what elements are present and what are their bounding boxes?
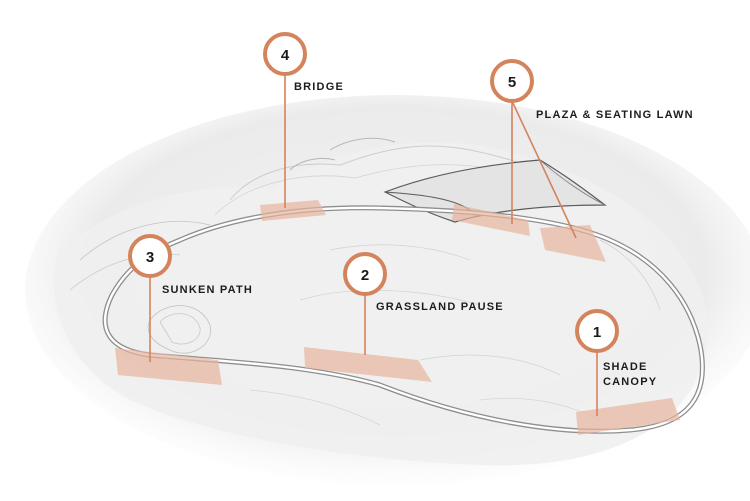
- highlight-grassland-pause: [304, 347, 432, 382]
- marker-3[interactable]: 3: [128, 234, 172, 278]
- label-bridge-line-1: BRIDGE: [294, 81, 344, 93]
- label-plaza-seating-lawn-line-1: PLAZA & SEATING LAWN: [536, 109, 694, 121]
- label-bridge: BRIDGE: [294, 80, 344, 95]
- marker-2[interactable]: 2: [343, 252, 387, 296]
- label-plaza-seating-lawn: PLAZA & SEATING LAWN: [536, 108, 694, 123]
- highlight-shade-canopy: [576, 398, 680, 435]
- leader-lines: [149, 74, 598, 416]
- label-shade-canopy: SHADE CANOPY: [603, 360, 657, 390]
- label-sunken-path-line-1: SUNKEN PATH: [162, 284, 254, 296]
- highlight-sunken-path: [115, 348, 222, 385]
- marker-1-number: 1: [593, 324, 601, 341]
- label-shade-canopy-line-1: SHADE: [603, 361, 648, 373]
- label-sunken-path: SUNKEN PATH: [162, 283, 253, 298]
- loop-path: [102, 205, 705, 434]
- marker-3-number: 3: [146, 249, 154, 266]
- highlight-plaza-1: [452, 204, 530, 236]
- marker-1[interactable]: 1: [575, 309, 619, 353]
- marker-4[interactable]: 4: [263, 32, 307, 76]
- highlight-plaza-2: [540, 225, 606, 262]
- highlight-bridge: [260, 200, 326, 221]
- marker-4-number: 4: [281, 47, 290, 64]
- marker-2-number: 2: [361, 267, 369, 284]
- label-grassland-pause: GRASSLAND PAUSE: [376, 300, 504, 315]
- label-shade-canopy-line-2: CANOPY: [603, 376, 658, 388]
- plaza-structure: [383, 159, 607, 223]
- highlights: [115, 200, 680, 435]
- label-grassland-pause-line-1: GRASSLAND PAUSE: [376, 301, 504, 313]
- leader-5b: [511, 100, 577, 239]
- marker-5[interactable]: 5: [490, 59, 534, 103]
- marker-5-number: 5: [508, 74, 516, 91]
